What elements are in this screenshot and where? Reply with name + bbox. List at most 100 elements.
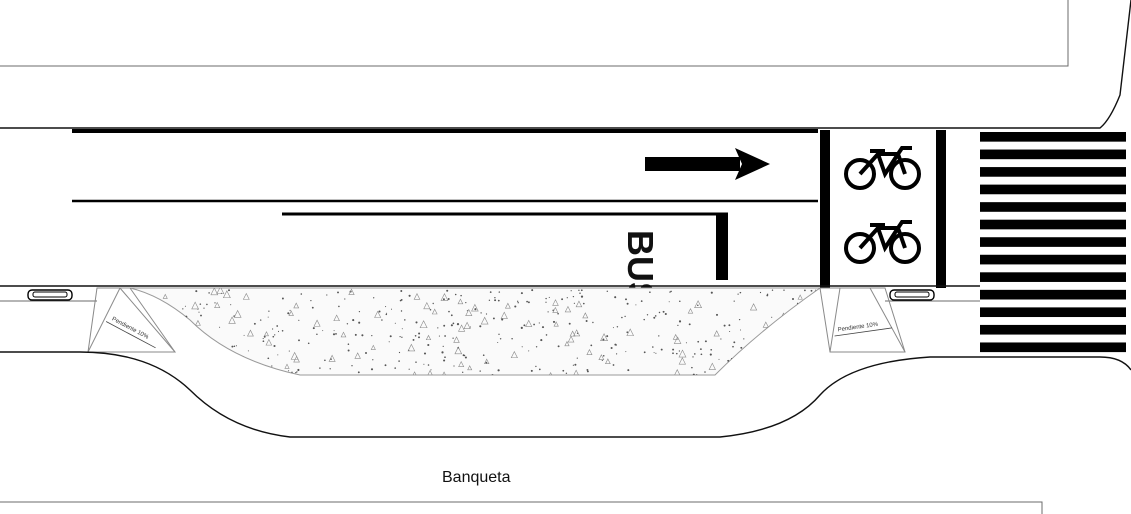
paving-mark <box>146 294 149 296</box>
paving-mark <box>102 332 105 335</box>
paving-mark <box>750 347 756 353</box>
paving-mark <box>808 345 811 347</box>
paving-mark <box>373 297 375 299</box>
paving-mark <box>450 314 453 317</box>
paving-mark <box>441 351 444 354</box>
paving-mark <box>322 330 324 332</box>
paving-mark <box>676 352 678 355</box>
paving-mark <box>152 355 155 357</box>
paving-mark <box>535 346 538 348</box>
paving-mark <box>805 328 808 331</box>
paving-mark <box>653 316 656 319</box>
paving-mark <box>408 294 411 297</box>
paving-mark <box>627 369 630 372</box>
paving-mark <box>378 310 381 313</box>
crosswalk-stripe <box>980 149 1126 160</box>
paving-mark <box>520 326 523 329</box>
paving-mark <box>498 291 501 293</box>
paving-mark <box>718 358 720 360</box>
paving-mark <box>195 319 201 326</box>
paving-mark <box>672 333 679 340</box>
paving-mark <box>437 327 439 329</box>
paving-mark <box>511 337 513 340</box>
paving-mark <box>615 353 618 355</box>
paving-mark <box>464 356 467 359</box>
paving-mark <box>371 334 373 337</box>
paving-mark <box>672 348 675 351</box>
paving-mark <box>643 318 645 321</box>
paving-mark <box>485 313 488 315</box>
paving-mark <box>783 354 785 356</box>
paving-mark <box>398 351 401 354</box>
paving-mark <box>590 344 593 347</box>
paving-mark <box>268 310 270 312</box>
paving-mark <box>415 361 417 363</box>
paving-mark <box>533 323 535 326</box>
paving-mark <box>462 371 464 373</box>
paving-mark <box>474 308 477 311</box>
paving-mark <box>583 302 585 305</box>
paving-mark <box>372 359 374 361</box>
svg-text:Pendiente 10%: Pendiente 10% <box>111 316 150 341</box>
crosswalk-stripe <box>980 202 1126 212</box>
paving-mark <box>510 350 518 359</box>
paving-mark <box>400 310 403 312</box>
paving-mark <box>624 315 626 318</box>
paving-mark <box>482 354 485 357</box>
paving-mark <box>585 320 588 322</box>
paving-mark <box>182 308 184 310</box>
paving-mark <box>203 307 205 309</box>
drain-grate-right <box>889 289 935 301</box>
paving-mark <box>212 365 221 374</box>
paving-mark <box>216 288 225 295</box>
paving-mark <box>469 326 472 328</box>
paving-mark <box>654 315 657 317</box>
paving-mark <box>499 338 502 340</box>
paving-mark <box>198 311 200 313</box>
paving-mark <box>799 317 801 319</box>
paving-mark <box>293 355 300 363</box>
paving-mark <box>298 319 300 321</box>
paving-mark <box>668 301 670 303</box>
paving-mark <box>265 338 273 346</box>
paving-mark <box>766 293 769 295</box>
paving-mark <box>662 310 665 313</box>
paving-mark <box>432 302 434 305</box>
paving-mark <box>386 312 388 314</box>
paving-mark <box>423 363 425 365</box>
paving-mark <box>412 338 415 341</box>
paving-mark <box>374 310 382 318</box>
paving-mark <box>104 340 106 343</box>
paving-mark <box>552 320 556 323</box>
paving-mark <box>399 336 401 338</box>
paving-mark <box>771 289 774 291</box>
paving-mark <box>228 316 236 324</box>
crosswalk-stripe <box>980 184 1126 195</box>
paving-mark <box>412 371 418 375</box>
paving-mark <box>720 338 722 340</box>
paving-mark <box>346 323 349 325</box>
paving-mark <box>626 302 629 305</box>
paving-mark <box>804 344 806 347</box>
bicycle-icon <box>844 146 921 190</box>
paving-mark <box>765 345 768 348</box>
paving-mark <box>390 308 393 310</box>
paving-mark <box>796 342 798 345</box>
paving-mark <box>592 321 594 324</box>
paving-mark <box>313 319 321 327</box>
paving-mark <box>766 363 769 365</box>
paving-mark <box>792 355 799 362</box>
paving-mark <box>762 321 769 328</box>
paving-mark <box>782 317 784 320</box>
paving-mark <box>626 328 635 336</box>
paving-mark <box>222 290 231 299</box>
paving-mark <box>311 306 314 309</box>
paving-mark <box>295 371 297 374</box>
paving-mark <box>789 362 792 364</box>
paving-mark <box>500 311 508 319</box>
paving-mark <box>678 320 682 323</box>
paving-mark <box>791 341 794 344</box>
paving-mark <box>187 355 193 361</box>
paving-mark <box>230 304 232 306</box>
paving-mark <box>231 356 233 359</box>
